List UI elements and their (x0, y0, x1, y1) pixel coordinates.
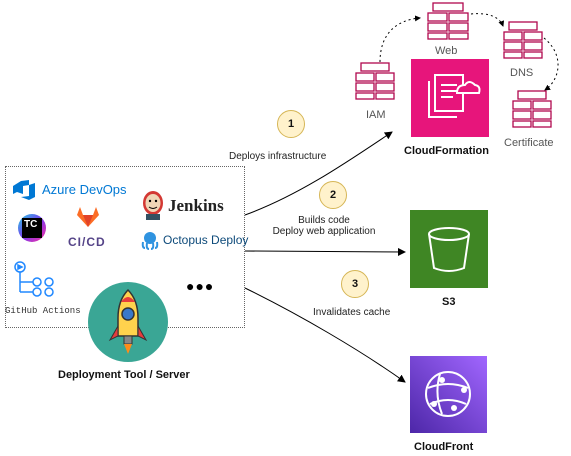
cloudformation-label: CloudFormation (404, 145, 489, 157)
step-3-number: 3 (351, 278, 359, 290)
cloudfront-label: CloudFront (414, 441, 474, 453)
step-2-number: 2 (329, 189, 337, 201)
arrow-deploy-web (244, 247, 406, 256)
step-2-label-line2: Deploy web application (272, 226, 376, 237)
gitlab-cicd-label: CI/CD (68, 235, 106, 249)
s3-icon (410, 210, 488, 288)
web-label: Web (435, 45, 458, 57)
dotted-dns-cert (543, 37, 559, 91)
certificate-resource-icon (512, 90, 552, 128)
gitlab-icon (77, 207, 99, 227)
certificate-label: Certificate (504, 137, 554, 149)
github-actions-label: GitHub Actions (5, 306, 81, 316)
step-3-badge: 3 (341, 270, 369, 298)
dotted-iam-web (379, 15, 421, 63)
step-1-badge: 1 (277, 110, 305, 138)
step-1-number: 1 (287, 118, 295, 130)
web-resource-icon (427, 2, 469, 40)
dns-label: DNS (510, 67, 534, 79)
octopus-icon (141, 232, 159, 250)
iam-resource-icon (355, 62, 395, 100)
jenkins-label: Jenkins (168, 196, 224, 215)
deployment-tool-label: Deployment Tool / Server (58, 369, 190, 381)
arrow-invalidate-cache (244, 287, 406, 383)
azure-devops-icon (13, 180, 35, 200)
dns-resource-icon (503, 21, 543, 59)
step-2-label: Builds code Deploy web application (265, 215, 383, 237)
octopus-label: Octopus Deploy (163, 233, 249, 247)
arrow-deploys-infrastructure (244, 131, 393, 216)
jenkins-icon (143, 191, 163, 220)
iam-label: IAM (366, 109, 386, 121)
cloudfront-icon (410, 356, 487, 433)
rocket-icon (88, 282, 168, 362)
azure-devops-label: Azure DevOps (42, 182, 127, 197)
cloudformation-icon (411, 59, 489, 137)
step-2-label-line1: Builds code (298, 215, 350, 226)
teamcity-icon: TC (16, 210, 48, 246)
s3-label: S3 (442, 296, 456, 308)
dotted-web-dns (470, 13, 505, 27)
more-tools-indicator: ●●● (186, 278, 215, 294)
step-2-badge: 2 (319, 181, 347, 209)
github-actions-icon (14, 261, 54, 297)
teamcity-badge: TC (22, 218, 42, 238)
step-3-label: Invalidates cache (313, 307, 391, 318)
step-1-label: Deploys infrastructure (229, 151, 327, 162)
